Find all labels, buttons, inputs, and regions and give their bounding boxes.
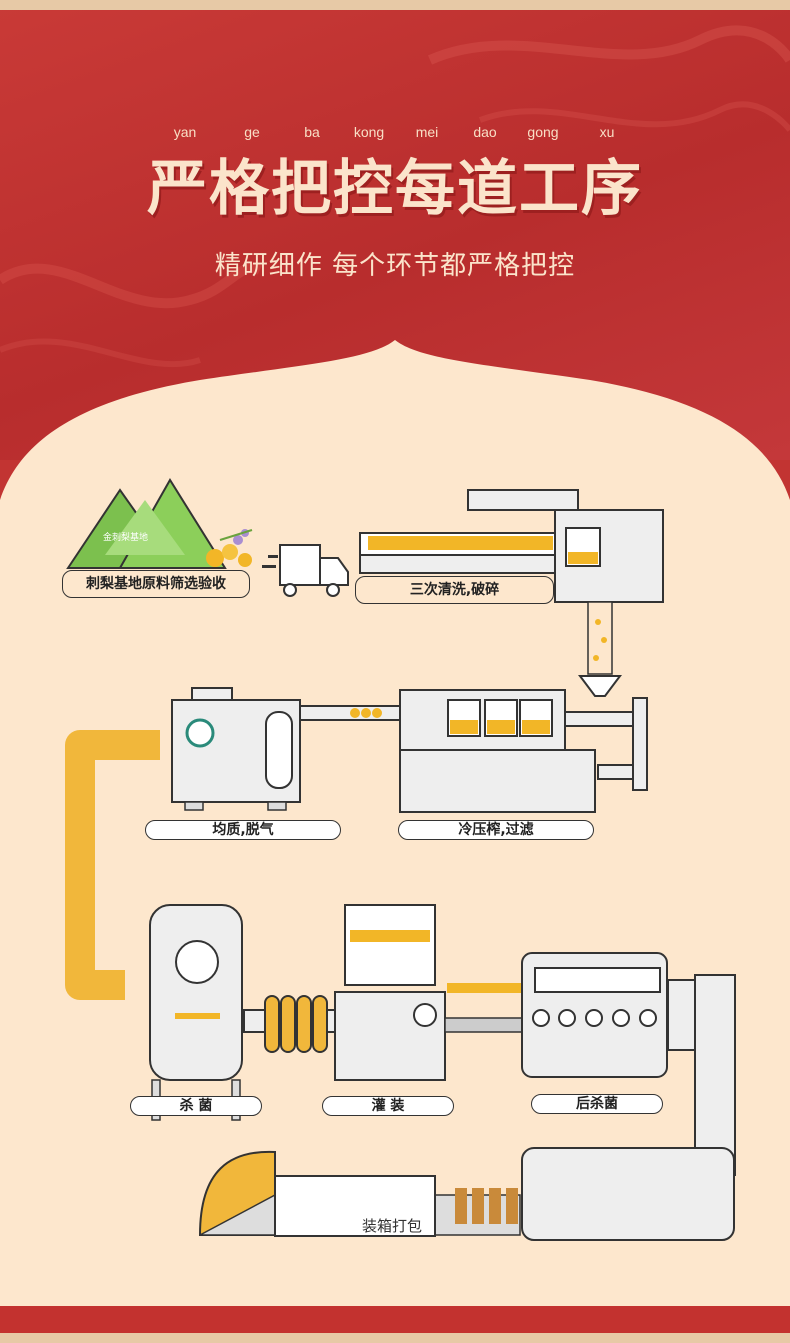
- homogenizer-machine: [171, 687, 301, 811]
- pinyin-5: mei: [415, 124, 439, 140]
- pinyin-6: dao: [473, 124, 497, 140]
- footer-border: [0, 1333, 790, 1343]
- step-7-label: 后杀菌: [531, 1094, 663, 1114]
- juice-pipe: [65, 730, 160, 1000]
- coil-pipe: [243, 995, 337, 1053]
- cloud-pattern: [0, 25, 790, 368]
- sterilizer-tank: [149, 904, 243, 1121]
- post-sterilizer-machine: [521, 952, 736, 1176]
- step-8-label: 装箱打包: [362, 1217, 423, 1235]
- step-1-label: 刺梨基地原料筛选验收: [62, 570, 250, 598]
- step-6-label: 灌 装: [322, 1096, 454, 1116]
- pinyin-2: ge: [244, 124, 260, 140]
- pinyin-4: kong: [353, 124, 385, 140]
- step-2-label: 三次清洗,破碎: [355, 576, 554, 604]
- packing-machine: [198, 1147, 735, 1241]
- pinyin-1: yan: [173, 124, 197, 140]
- mountain-icon: [66, 478, 227, 569]
- filler-machine: [334, 904, 526, 1081]
- top-border: [0, 0, 790, 10]
- pinyin-3: ba: [304, 124, 320, 140]
- truck-icon: [262, 544, 349, 597]
- press-machine: [399, 675, 648, 813]
- pipe-connector: [299, 705, 401, 721]
- fruit-icon: [206, 529, 253, 567]
- step-3-label: 冷压榨,过滤: [398, 820, 594, 840]
- page-subtitle: 精研细作 每个环节都严格把控: [214, 251, 576, 281]
- washer-machine: [359, 489, 664, 675]
- step-5-label: 杀 菌: [130, 1096, 262, 1116]
- pinyin-8: xu: [599, 124, 615, 140]
- page-title: 严格把控每道工序: [147, 154, 643, 224]
- base-sign: 金刺梨基地: [103, 533, 149, 543]
- step-4-label: 均质,脱气: [145, 820, 341, 840]
- production-line: [65, 478, 736, 1241]
- pinyin-7: gong: [527, 124, 559, 140]
